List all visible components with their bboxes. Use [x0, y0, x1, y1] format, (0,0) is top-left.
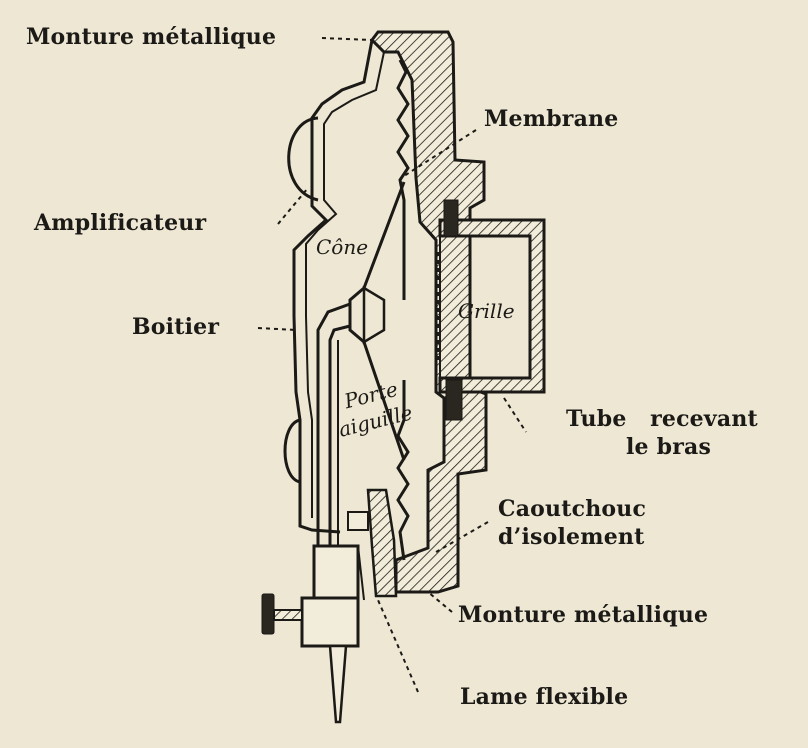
label-caoutchouc-line1: Caoutchouc [498, 496, 647, 522]
rubber-pad-bottom [445, 379, 463, 421]
cone [348, 181, 406, 461]
label-tube-line2: le bras [626, 434, 712, 460]
label-membrane: Membrane [484, 106, 619, 132]
blade-small-block [347, 511, 369, 531]
needle [328, 644, 348, 724]
needle-clamp-lower [300, 596, 360, 648]
metal-body-hatched [370, 30, 488, 594]
label-monture-top: Monture métallique [26, 24, 277, 50]
leader-monture-top [321, 37, 373, 41]
label-caoutchouc-line2: d’isolement [498, 524, 645, 550]
needle-holder-arm [316, 302, 351, 550]
leader-membrane [403, 129, 477, 177]
label-amplificateur: Amplificateur [34, 210, 207, 236]
label-cone: Cône [316, 235, 369, 259]
label-lame: Lame flexible [460, 684, 629, 710]
thumb-screw-shaft [273, 609, 303, 621]
amplifier-bulge-bottom [283, 418, 301, 484]
needle-clamp-edge [357, 545, 365, 601]
label-boitier: Boitier [132, 314, 220, 340]
leader-boitier [257, 327, 297, 331]
needle-clamp-upper [312, 544, 360, 604]
leader-caoutchouc [435, 521, 489, 553]
flexible-blade [366, 488, 398, 598]
leader-tube [503, 397, 527, 433]
leader-lines [257, 37, 527, 693]
label-tube-line1: Tube recevant [566, 406, 758, 432]
leader-monture-bottom [427, 591, 453, 613]
boitier-shell-inner [305, 51, 385, 518]
thumb-screw-knob [261, 593, 275, 635]
boitier-shell [292, 39, 374, 534]
label-monture-bottom: Monture métallique [458, 602, 709, 628]
membrane-wavy [396, 59, 410, 561]
cone-tip [362, 285, 386, 345]
leader-lame [377, 599, 419, 693]
label-grille: Grille [458, 299, 515, 323]
rubber-pad-top [443, 199, 459, 237]
amplifier-bulge-top [287, 116, 319, 202]
